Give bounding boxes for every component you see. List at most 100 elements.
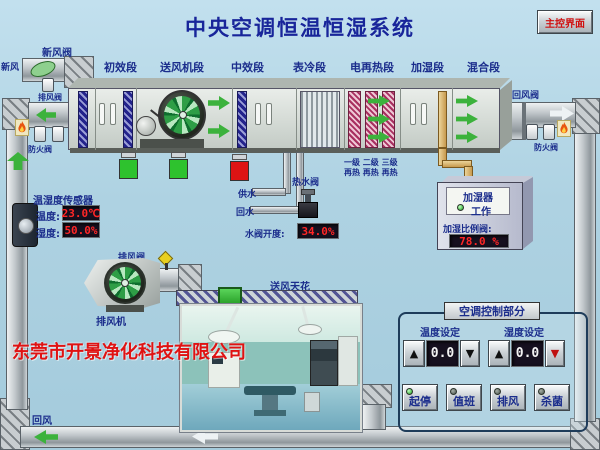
humidifier-top-face	[441, 176, 533, 183]
steam-pipe	[438, 91, 447, 148]
humidity-display: 50.0%	[62, 222, 100, 238]
return-air-label: 回风	[32, 416, 52, 427]
humidifier-valve-label: 加湿比例阀:	[443, 225, 492, 235]
main-control-button[interactable]: 主控界面	[537, 10, 593, 34]
duty-led	[450, 388, 457, 395]
humidity-setpoint-display: 0.0	[511, 340, 544, 367]
page-title: 中央空调恒温恒湿系统	[185, 16, 415, 40]
fire-icon	[557, 120, 571, 137]
sterilize-label: 杀菌	[541, 394, 563, 408]
return-air-valve-label: 回风阀	[512, 91, 540, 101]
fan-hub	[121, 279, 129, 287]
exhaust-led	[494, 388, 501, 395]
ahu-side-face	[500, 80, 512, 150]
equipment-rack	[310, 340, 338, 386]
top-right-elbow	[572, 98, 600, 134]
temp-set-label: 温度设定	[420, 328, 460, 339]
sterilize-button[interactable]: 杀菌	[534, 384, 570, 411]
door-handle	[110, 103, 116, 125]
control-panel-title-box: 空调控制部分	[444, 302, 540, 320]
reheat-stages-line2: 再热 再热 再热	[344, 168, 398, 177]
exhaust-label: 排风	[497, 394, 519, 408]
supply-ceiling-label: 送风天花	[270, 282, 310, 293]
humidifier-valve-display: 78.0 %	[449, 234, 509, 248]
damper-actuator	[42, 78, 54, 92]
humidifier-title: 加湿器	[463, 193, 493, 204]
machine-screen	[212, 356, 223, 364]
pre-filter	[78, 91, 88, 148]
ahu-divider	[452, 88, 453, 150]
door-handle	[421, 103, 427, 125]
cabinet	[338, 336, 358, 386]
section-label-cooling: 表冷段	[293, 61, 326, 74]
temp-up-button[interactable]: ▲	[403, 340, 425, 367]
hot-water-valve-body	[298, 202, 318, 218]
start-stop-label: 起停	[409, 394, 431, 408]
hot-water-valve-label: 热水阀	[292, 178, 320, 188]
status-green	[119, 159, 138, 179]
damper-actuator	[543, 124, 555, 140]
humidity-down-button[interactable]: ▼	[545, 340, 565, 367]
up-arrow-icon: ▲	[409, 347, 419, 360]
humidity-label: 湿度:	[36, 229, 60, 240]
section-label-mixing: 混合段	[467, 61, 500, 74]
valve-stem	[305, 194, 311, 203]
ahu-base	[70, 148, 500, 153]
steam-pipe	[442, 160, 472, 168]
ahu-top-face	[68, 78, 510, 88]
fresh-air-label: 新风	[1, 63, 20, 73]
table-base	[254, 410, 286, 416]
valve-opening-label: 水阀开度:	[245, 230, 285, 240]
indicator-tab	[121, 152, 136, 158]
down-arrow-icon: ▼	[465, 347, 475, 360]
temp-display: 23.0℃	[61, 205, 101, 221]
room-return-duct	[362, 404, 386, 430]
fresh-air-valve-label: 新风阀	[42, 48, 72, 59]
main-control-label: 主控界面	[545, 18, 585, 30]
valve-opening-display: 34.0%	[297, 223, 339, 239]
operating-table	[244, 386, 296, 395]
exhaust-valve-label: 排风阀	[118, 253, 146, 263]
humidity-up-button[interactable]: ▲	[488, 340, 510, 367]
humidifier-panel: 加湿器 工作	[446, 187, 510, 218]
ahu-divider	[344, 88, 345, 150]
table-column	[262, 395, 278, 411]
surgical-light	[208, 330, 240, 344]
damper-actuator	[34, 126, 46, 142]
up-arrow-icon: ▲	[494, 347, 504, 360]
section-label-fan: 送风机段	[160, 61, 204, 74]
temp-setpoint-display: 0.0	[426, 340, 459, 367]
exhaust-valve-top-label: 排风阀	[38, 93, 62, 102]
section-label-humidify: 加湿段	[411, 61, 444, 74]
fan-hub	[179, 111, 187, 119]
control-panel-title: 空调控制部分	[459, 305, 525, 318]
ahu-divider	[400, 88, 401, 150]
damper-actuator	[526, 124, 538, 140]
duty-button[interactable]: 值班	[446, 384, 482, 411]
exhaust-button[interactable]: 排风	[490, 384, 526, 411]
section-label-pre-filter: 初效段	[104, 61, 137, 74]
fire-damper-right-label: 防火阀	[534, 143, 558, 152]
exhaust-fan-base	[106, 305, 144, 312]
fan-motor	[136, 116, 156, 136]
door-handle	[255, 103, 261, 125]
fan-pedestal	[140, 139, 204, 148]
temp-down-button[interactable]: ▼	[460, 340, 480, 367]
start-stop-button[interactable]: 起停	[402, 384, 438, 411]
section-label-medium-filter: 中效段	[231, 61, 264, 74]
pre-filter	[123, 91, 133, 148]
supply-water-pipe	[252, 188, 286, 196]
medical-machine	[208, 352, 240, 388]
damper-actuator	[52, 126, 64, 142]
top-left-elbow	[2, 98, 30, 130]
filter-status-indicator	[229, 154, 251, 182]
humidifier-status: 工作	[471, 207, 491, 218]
door-handle	[410, 103, 416, 125]
hot-water-pipe	[283, 152, 291, 194]
humidifier-run-led	[457, 204, 464, 211]
ahu-divider	[296, 88, 297, 150]
section-label-reheat: 电再热段	[350, 61, 394, 74]
indicator-tab	[232, 154, 247, 160]
status-green	[169, 159, 188, 179]
